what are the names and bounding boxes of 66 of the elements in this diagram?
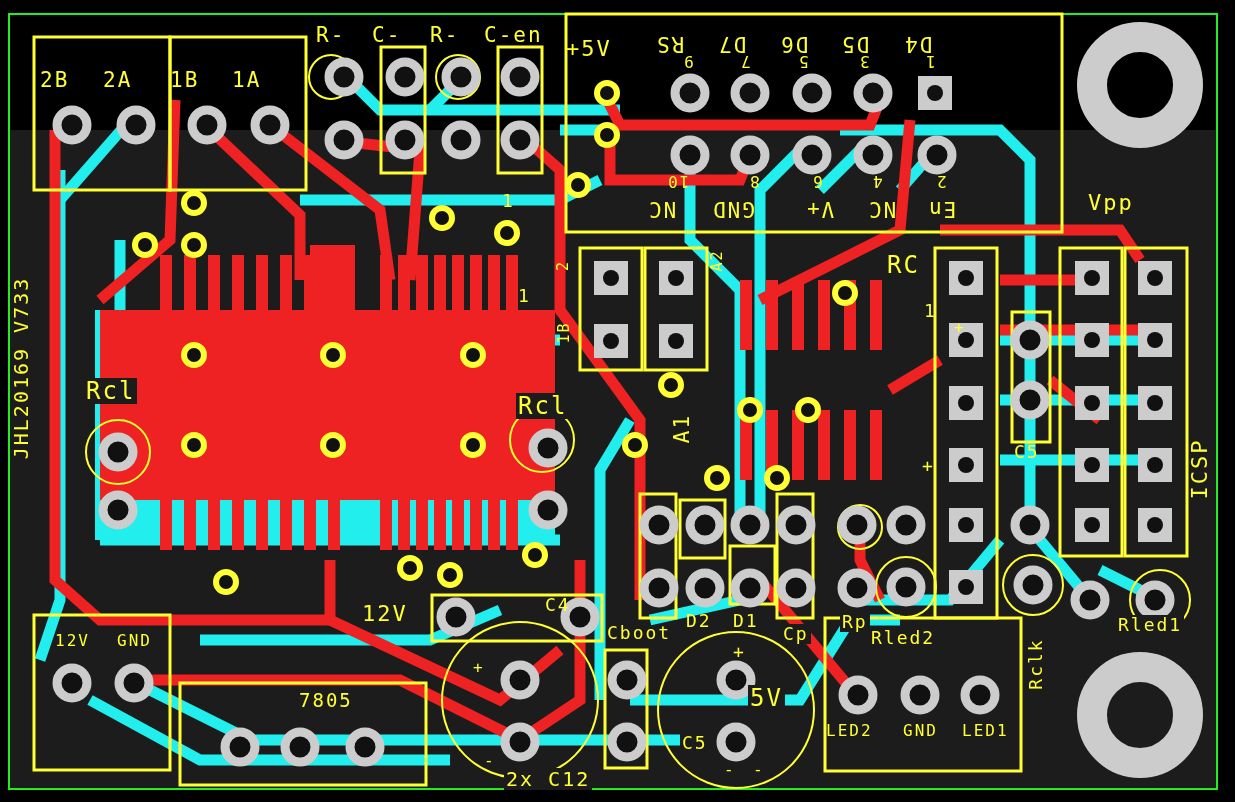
component-label: C4	[545, 596, 571, 614]
pin-label: 1B	[556, 321, 572, 344]
board-version-label: JHL20169 V733	[11, 276, 32, 460]
component-label: 2x C12	[504, 768, 593, 790]
pin-label: GND	[117, 633, 152, 649]
pin-label: A1	[672, 413, 694, 444]
component-label: Rcl	[84, 378, 138, 404]
polarity-mark: +	[473, 660, 485, 676]
polarity-mark: +	[922, 457, 935, 475]
component-label: C5	[1014, 443, 1040, 461]
component-label: Rcl	[516, 393, 570, 419]
pin-number: 8	[748, 173, 760, 189]
pin-number: 1	[518, 287, 531, 305]
pin-number: 10	[666, 173, 690, 189]
component-label: 7805	[299, 691, 353, 710]
pin-number: 1	[924, 302, 937, 320]
component-label: Cboot	[607, 624, 672, 642]
polarity-mark: +	[733, 643, 746, 661]
pin-label: RS	[655, 33, 685, 54]
pin-number: 2	[556, 260, 571, 271]
pin-label: GND	[903, 723, 938, 739]
pin-label: +5V	[566, 38, 612, 60]
pin-number: 1	[502, 192, 515, 210]
polarity-mark: +	[954, 320, 966, 336]
pin-number: 6	[811, 173, 823, 189]
pin-label: NC	[867, 198, 897, 219]
pin-number: 5	[797, 53, 809, 69]
pin-number: 3	[858, 53, 870, 69]
polarity-mark: -	[724, 762, 736, 778]
component-label: Rled2	[871, 629, 936, 647]
component-label: Rp	[840, 612, 870, 632]
pin-label: 1A	[232, 70, 262, 91]
pin-label: D4	[903, 33, 933, 54]
pin-label: A2	[709, 249, 725, 272]
pin-number: 2	[935, 173, 947, 189]
pin-label: LED1	[962, 723, 1009, 739]
pin-label: 2B	[40, 70, 70, 91]
pin-label: GND	[711, 198, 755, 219]
pin-label: D5	[840, 33, 870, 54]
net-label: 12V	[362, 603, 408, 625]
pin-number: 4	[871, 173, 883, 189]
pin-label: D6	[779, 33, 809, 54]
pin-label: 1B	[170, 70, 200, 91]
pin-label: C-	[372, 25, 402, 46]
pin-number: 1	[924, 53, 936, 69]
connector-label: ICSP	[1189, 438, 1212, 500]
pin-label: R-	[316, 25, 346, 46]
component-label: Cp	[781, 624, 811, 644]
pin-label: 2A	[103, 70, 133, 91]
pin-label: NC	[647, 198, 677, 219]
component-label: D1	[733, 612, 759, 630]
pin-number: 9	[682, 53, 694, 69]
polarity-mark: -	[484, 753, 496, 769]
pin-label: R-	[430, 25, 460, 46]
pin-label: C-en	[484, 25, 543, 46]
polarity-mark: -	[753, 762, 765, 778]
component-label: D2	[686, 612, 712, 630]
pin-label: D7	[717, 33, 747, 54]
component-label: Rclk	[1026, 638, 1045, 690]
pin-number: 7	[739, 53, 751, 69]
pin-label: En	[927, 198, 957, 219]
pin-label: V+	[805, 198, 835, 219]
pin-label: LED2	[826, 723, 873, 739]
component-label: RC	[887, 253, 920, 277]
pin-label: 12V	[55, 633, 90, 649]
pin-label: Vpp	[1088, 192, 1134, 214]
